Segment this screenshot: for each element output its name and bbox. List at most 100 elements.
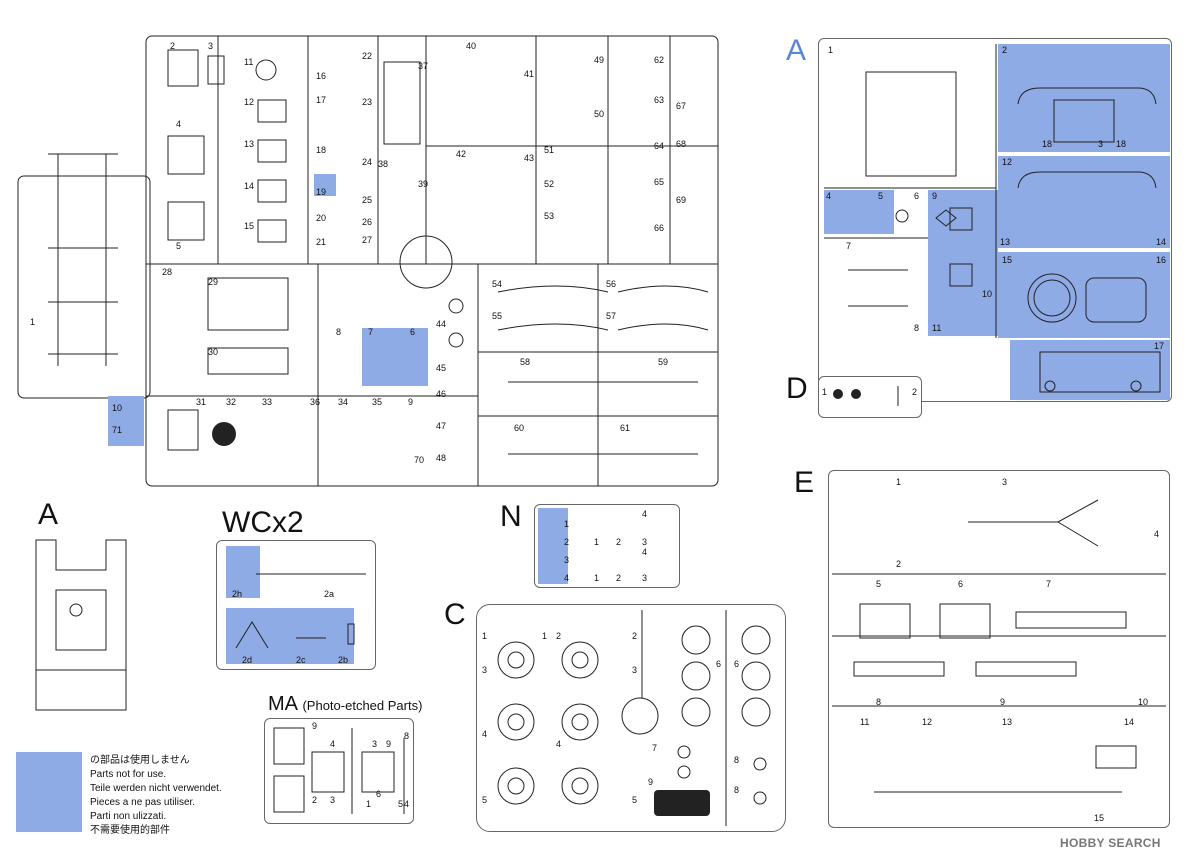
n-part-num: 2: [616, 537, 622, 547]
part-wc2h-unused: [226, 546, 260, 598]
b-part-num: 16: [316, 71, 327, 81]
a-part-num: 4: [826, 191, 832, 201]
b-part-num: 28: [162, 267, 173, 277]
b-part-num: 33: [262, 397, 273, 407]
a-part-num: 13: [1000, 237, 1011, 247]
c-part-num: 3: [632, 665, 638, 675]
b-part-num: 6: [410, 327, 416, 337]
ma-part-num: 9: [312, 721, 318, 731]
sprue-wc-parts: [235, 573, 366, 649]
legend-line: Parts not for use.: [90, 769, 167, 780]
e-part-num: 5: [876, 579, 882, 589]
b-part-num: 45: [436, 363, 447, 373]
b-part-num: 31: [196, 397, 207, 407]
b-part-num: 52: [544, 179, 555, 189]
b-part-num: 26: [362, 217, 373, 227]
c-part-num: 1: [482, 631, 488, 641]
sprue-e-parts: [832, 499, 1166, 793]
wc-part-num: 2h: [232, 589, 243, 599]
b-part-num: 40: [466, 41, 477, 51]
c-part-num: 2: [632, 631, 638, 641]
ma-part-num: 8: [404, 731, 410, 741]
b-part-num: 62: [654, 55, 665, 65]
sprue-n-label: N: [500, 500, 522, 533]
a-part-num: 12: [1002, 157, 1013, 167]
sprue-e-label: E: [794, 466, 815, 499]
b-part-num: 54: [492, 279, 503, 289]
legend-line: 不需要使用的部件: [90, 825, 170, 836]
a-part-num: 15: [1002, 255, 1013, 265]
ma-part-num: 6: [376, 789, 382, 799]
wc-part-num: 2d: [242, 655, 253, 665]
e-part-num: 13: [1002, 717, 1013, 727]
hobby-search-logo: HOBBY SEARCH: [1060, 836, 1161, 850]
part-a17-unused: [1010, 340, 1170, 400]
b-part-num: 11: [244, 57, 254, 67]
b-part-num: 53: [544, 211, 555, 221]
b-part-num: 49: [594, 55, 605, 65]
b-part-num: 24: [362, 157, 373, 167]
b-part-num: 37: [418, 61, 429, 71]
b-part-num: 66: [654, 223, 665, 233]
b-part-num: 19: [316, 187, 327, 197]
e-part-num: 10: [1138, 697, 1149, 707]
c-part-num: 8: [734, 785, 740, 795]
b-part-num: 8: [336, 327, 342, 337]
b-part-num: 41: [524, 69, 535, 79]
ma-part-num: 2: [312, 795, 318, 805]
b-part-num: 65: [654, 177, 665, 187]
b-part-num: 20: [316, 213, 327, 223]
sprue-ma-title: MA (Photo-etched Parts): [268, 694, 422, 714]
b-part-num: 70: [414, 455, 425, 465]
b-part-num: 5: [176, 241, 182, 251]
b-part-num: 59: [658, 357, 669, 367]
legend-text: の部品は使用しません Parts not for use. Teile werd…: [90, 754, 222, 838]
part-b7-b8-unused: [362, 328, 428, 386]
b-part-num: 46: [436, 389, 447, 399]
sprue-a-parts: [824, 44, 1161, 393]
b-part-num: 68: [676, 139, 687, 149]
a-part-num: 11: [932, 323, 942, 333]
ma-part-num: 9: [386, 739, 392, 749]
e-part-num: 7: [1046, 579, 1052, 589]
part-wc2c-2d-unused: [226, 608, 354, 664]
c-part-num: 4: [482, 729, 488, 739]
c-part-num: 3: [482, 665, 488, 675]
n-part-num: 4: [642, 547, 648, 557]
b-part-num: 15: [244, 221, 255, 231]
wc-part-num: 2b: [338, 655, 349, 665]
b-part-num: 18: [316, 145, 327, 155]
c-part-num: 4: [556, 739, 562, 749]
ma-part-num: 1: [366, 799, 372, 809]
e-part-num: 11: [860, 717, 870, 727]
a-part-num: 2: [1002, 45, 1008, 55]
legend-line: Pieces a ne pas utiliser.: [90, 797, 196, 808]
b-part-num: 21: [316, 237, 327, 247]
b-part-num: 10: [112, 403, 123, 413]
b-part-num: 17: [316, 95, 327, 105]
b-part-num: 3: [208, 41, 214, 51]
a-part-num: 18: [1042, 139, 1053, 149]
b-part-num: 61: [620, 423, 631, 433]
sprue-d-label: D: [786, 372, 808, 405]
ma-part-num: 4: [404, 799, 410, 809]
part-a2-unused: [998, 44, 1170, 152]
b-part-num: 25: [362, 195, 373, 205]
b-part-num: 57: [606, 311, 617, 321]
b-part-num: 67: [676, 101, 687, 111]
b-part-num: 43: [524, 153, 535, 163]
sprue-a-label: A: [786, 34, 807, 67]
c-part-num: 6: [716, 659, 722, 669]
a-part-num: 18: [1116, 139, 1127, 149]
ma-part-num: 3: [372, 739, 378, 749]
a-part-num: 8: [914, 323, 920, 333]
wc-part-num: 2c: [296, 655, 306, 665]
n-part-num: 1: [564, 519, 570, 529]
part-a4-a5-unused: [824, 190, 894, 234]
b-part-num: 36: [310, 397, 321, 407]
a-part-num: 10: [982, 289, 993, 299]
a-part-num: 9: [932, 191, 938, 201]
ma-title-text: MA: [268, 693, 297, 715]
wc-part-num: 2a: [324, 589, 335, 599]
e-part-num: 9: [1000, 697, 1006, 707]
